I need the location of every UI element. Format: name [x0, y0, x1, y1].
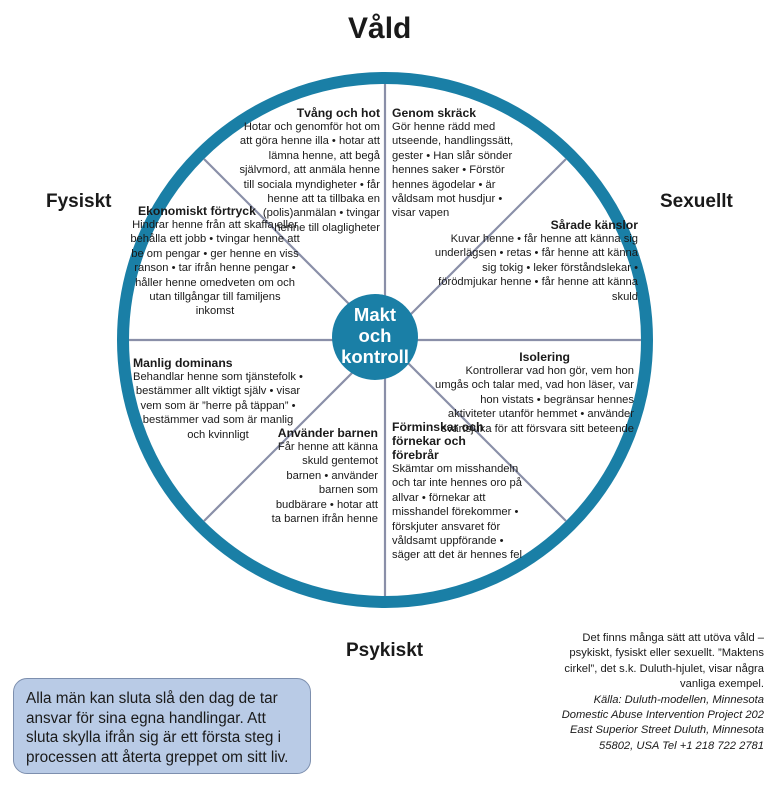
segment-heading: Förminskar och förnekar och förebrår	[392, 420, 484, 462]
segment-heading: Använder barnen	[277, 426, 378, 440]
note-source: Källa: Duluth-modellen, Minnesota Domest…	[561, 693, 764, 752]
center-line-1: Makt	[353, 304, 397, 325]
segment-sarade-kanslor: Sårade känslor Kuvar henne • får henne a…	[428, 218, 638, 304]
segment-ekonomiskt-fortryck: Ekonomiskt förtryck Hindrar henne från a…	[130, 205, 300, 319]
segment-anvander-barnen: Använder barnen Får henne att känna skul…	[268, 426, 378, 526]
segment-manlig-dominans: Manlig dominans Behandlar henne som tjän…	[133, 356, 303, 442]
segment-genom-skrack: Genom skräck Gör henne rädd med utseende…	[392, 106, 518, 221]
segment-text: Gör henne rädd med utseende, handlingssä…	[392, 121, 514, 220]
segment-tvang-och-hot: Tvång och hot Hotar och genomför hot om …	[230, 106, 380, 235]
segment-text: Kuvar henne • får henne att känna sig un…	[434, 233, 638, 303]
segment-heading: Sårade känslor	[550, 218, 638, 232]
segment-isolering: Isolering Kontrollerar vad hon gör, vem …	[434, 350, 634, 436]
center-hub	[332, 294, 418, 380]
label-fysiskt: Fysiskt	[46, 191, 112, 212]
segment-heading: Tvång och hot	[296, 106, 380, 120]
source-note: Det finns många sätt att utöva våld – ps…	[552, 631, 764, 754]
segment-text: Får henne att känna skuld gentemot barne…	[271, 441, 378, 526]
segment-heading: Ekonomiskt förtryck	[138, 204, 256, 218]
outer-rim	[117, 72, 653, 608]
segment-forminskar-fornekar-forebrar: Förminskar och förnekar och förebrår Skä…	[392, 420, 526, 563]
center-line-2: och	[358, 325, 392, 346]
note-description: Det finns många sätt att utöva våld – ps…	[564, 632, 764, 691]
segment-heading: Isolering	[519, 350, 570, 364]
center-label: Makt och kontroll	[333, 304, 417, 367]
segment-text: Behandlar henne som tjänstefolk • bestäm…	[133, 371, 303, 441]
segment-heading: Genom skräck	[392, 106, 477, 120]
label-vald: Våld	[348, 12, 412, 45]
label-sexuellt: Sexuellt	[660, 191, 733, 212]
label-psykiskt: Psykiskt	[346, 640, 424, 661]
center-line-3: kontroll	[341, 346, 409, 367]
message-text: Alla män kan sluta slå den dag de tar an…	[26, 690, 289, 766]
segment-text: Hotar och genomför hot om att göra henne…	[239, 121, 380, 234]
segment-text: Skämtar om misshandeln och tar inte henn…	[392, 463, 522, 562]
segment-text: Hindrar henne från att skaffa eller behå…	[130, 219, 300, 318]
segment-text: Kontrollerar vad hon gör, vem hon umgås …	[435, 365, 634, 435]
message-box: Alla män kan sluta slå den dag de tar an…	[13, 678, 311, 774]
segment-heading: Manlig dominans	[133, 356, 233, 370]
